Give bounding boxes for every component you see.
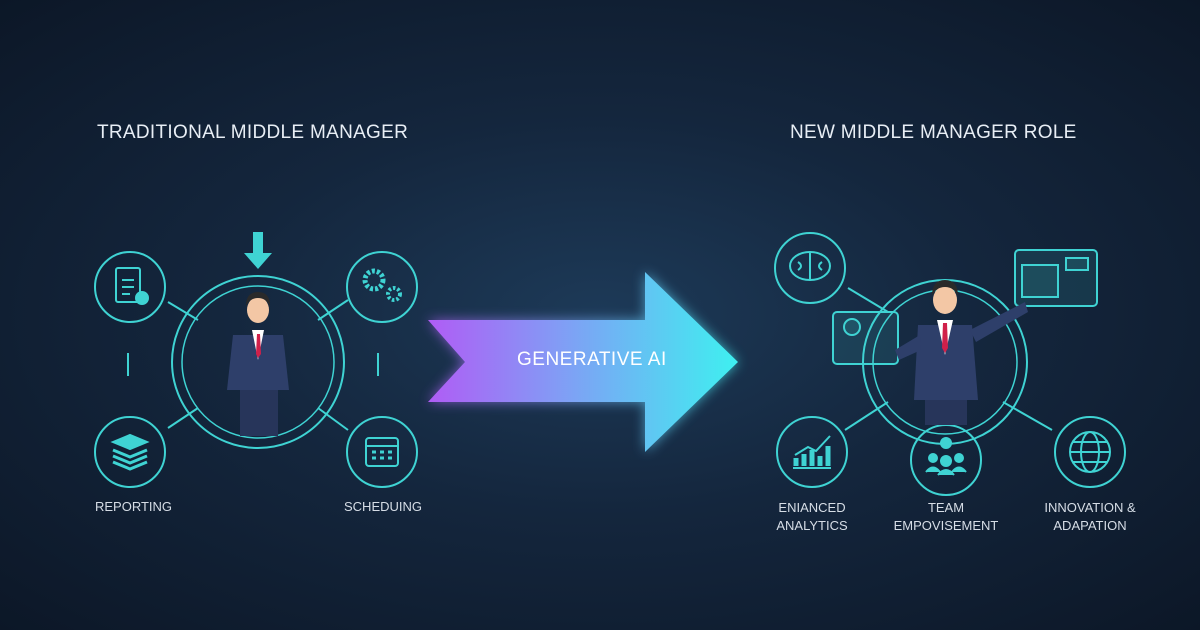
brain-icon [774, 232, 846, 304]
generative-ai-arrow [428, 272, 738, 452]
label-innovation: INNOVATION & ADAPATION [1030, 499, 1150, 535]
left-title: TRADITIONAL MIDDLE MANAGER [97, 122, 409, 143]
label-team: TEAM EMPOVISEMENT [886, 499, 1006, 535]
label-line: ADAPATION [1053, 518, 1127, 533]
calendar-icon [346, 416, 418, 488]
label-line: ANALYTICS [776, 518, 848, 533]
manager-figure-left [227, 292, 289, 436]
label-scheduling: SCHEDUING [344, 499, 423, 514]
label-line: INNOVATION & [1044, 500, 1136, 515]
team-icon [910, 424, 982, 496]
label-line: ENIANCED [778, 500, 846, 515]
down-arrow-icon [244, 232, 272, 269]
chart-icon [776, 416, 848, 488]
label-line: EMPOVISEMENT [893, 518, 999, 533]
label-line: TEAM [927, 500, 965, 515]
gears-icon [346, 251, 418, 323]
left-hub [127, 275, 379, 449]
manager-figure-right [895, 280, 1028, 425]
globe-icon [1054, 416, 1126, 488]
hologram-panel-right [1014, 249, 1098, 307]
right-title: NEW MIDDLE MANAGER ROLE [790, 122, 1077, 143]
layers-icon [94, 416, 166, 488]
arrow-label: GENERATIVE AI [517, 349, 667, 370]
hologram-panel-left [832, 311, 899, 365]
clipboard-icon [94, 251, 166, 323]
label-reporting: REPORTING [95, 499, 173, 514]
label-analytics: ENIANCED ANALYTICS [762, 499, 862, 535]
